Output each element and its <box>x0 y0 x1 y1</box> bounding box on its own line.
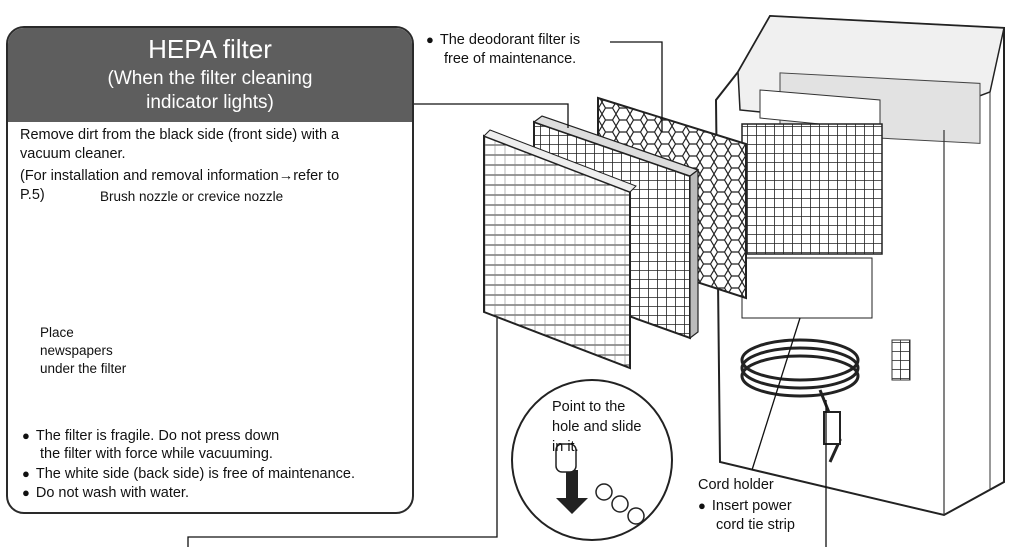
note-white-side: The white side (back side) is free of ma… <box>22 464 355 484</box>
detail-circle-line3: in it. <box>552 439 579 455</box>
deodorant-label-line2: free of maintenance. <box>444 51 577 67</box>
deodorant-label-line1: The deodorant filter is <box>426 30 580 50</box>
newspaper-label-line3: under the filter <box>40 361 127 376</box>
front-grille-panel <box>483 129 637 370</box>
nozzle-label: Brush nozzle or crevice nozzle <box>100 189 284 204</box>
note-fragile: The filter is fragile. Do not press down <box>22 426 279 446</box>
reference-line2: P.5) <box>20 187 45 203</box>
cord-holder-line2: cord tie strip <box>716 517 795 533</box>
newspaper-label-line1: Place <box>40 325 74 340</box>
cord-holder-line1: Insert power <box>698 496 792 516</box>
cord-holder-title: Cord holder <box>698 477 774 493</box>
hepa-filter-panel: HEPA filter (When the filter cleaning in… <box>6 26 414 514</box>
note-no-wash: Do not wash with water. <box>22 483 189 503</box>
hepa-subtitle-line2: indicator lights) <box>146 92 274 113</box>
hepa-title: HEPA filter <box>148 34 272 64</box>
instruction-line2: vacuum cleaner. <box>20 146 126 162</box>
hepa-panel-header: HEPA filter (When the filter cleaning in… <box>8 28 412 122</box>
hepa-subtitle-line1: (When the filter cleaning <box>107 68 313 89</box>
leader-lines <box>187 41 827 547</box>
newspaper-label-line2: newspapers <box>40 343 113 358</box>
instruction-line1: Remove dirt from the black side (front s… <box>20 127 340 143</box>
detail-circle-line2: hole and slide <box>552 419 642 435</box>
note-fragile-cont: the filter with force while vacuuming. <box>40 446 273 462</box>
detail-circle-line1: Point to the <box>552 399 626 415</box>
dehumidifier-unit <box>714 14 1005 517</box>
detail-circle <box>511 379 673 541</box>
reference-line1: (For installation and removal informatio… <box>20 168 340 184</box>
